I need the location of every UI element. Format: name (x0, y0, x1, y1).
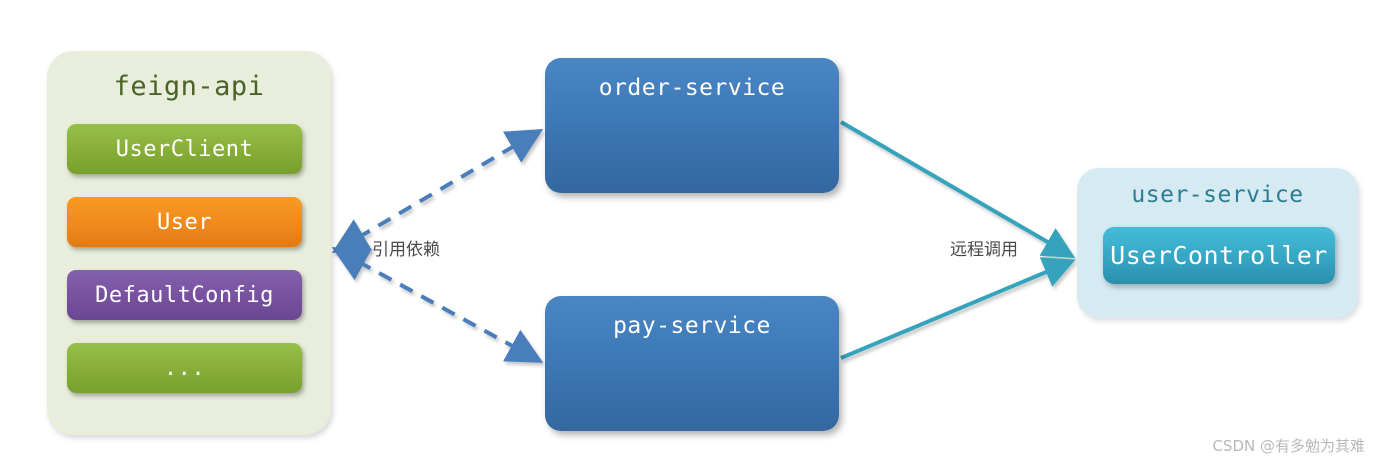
service-label-order-service: order-service (598, 75, 786, 101)
feign-api-panel: feign-api UserClient User DefaultConfig … (47, 51, 331, 435)
edge-label-remote-call: 远程调用 (950, 240, 1018, 260)
api-item-defaultconfig[interactable]: DefaultConfig (67, 270, 302, 320)
service-label-pay-service: pay-service (613, 313, 771, 339)
feign-api-title: feign-api (113, 71, 265, 102)
edge-dependency-order (331, 128, 544, 254)
edge-label-dependency: 引用依赖 (372, 240, 440, 260)
watermark: CSDN @有多勉为其难 (1212, 437, 1365, 455)
api-item-user[interactable]: User (67, 197, 302, 247)
service-box-order-service[interactable]: order-service (545, 58, 839, 193)
api-item-userclient[interactable]: UserClient (67, 124, 302, 174)
user-service-title: user-service (1131, 182, 1304, 208)
user-service-panel: user-service UserController (1077, 168, 1358, 318)
edge-dependency-pay (331, 247, 544, 363)
usercontroller-box[interactable]: UserController (1103, 227, 1335, 284)
service-box-pay-service[interactable]: pay-service (545, 296, 839, 431)
api-item-more[interactable]: ... (67, 343, 302, 393)
edge-remote-pay (840, 257, 1076, 360)
